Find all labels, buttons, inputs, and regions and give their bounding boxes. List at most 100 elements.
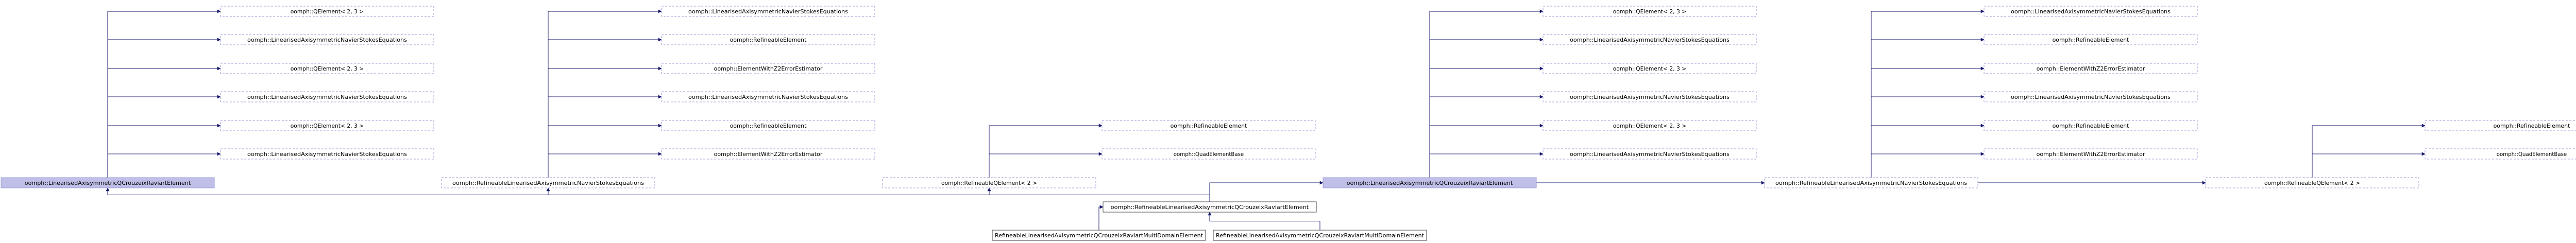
node-label: RefineableLinearisedAxisymmetricQCrouzei… [995, 232, 1204, 239]
node-box [1984, 148, 2198, 160]
node-box [220, 6, 434, 17]
node-c1_l6[interactable]: oomph::LinearisedAxisymmetricNavierStoke… [220, 148, 434, 160]
node-c2_l2[interactable]: oomph::RefineableElement [661, 34, 875, 45]
edge-child2-to-main [1208, 212, 1320, 230]
node-c1_l3[interactable]: oomph::QElement< 2, 3 > [220, 63, 434, 74]
edge-c1_p-to-c1_l6 [107, 152, 221, 178]
node-box [220, 148, 434, 160]
node-c6_l2[interactable]: oomph::QuadElementBase [2425, 148, 2576, 160]
edge-c4_p-to-c4_l3 [1429, 66, 1544, 178]
node-label: oomph::QElement< 2, 3 > [1613, 123, 1687, 129]
node-label: oomph::QuadElementBase [2497, 151, 2567, 158]
edge-c4_p-to-c4_l5 [1429, 124, 1544, 178]
node-c1_l1[interactable]: oomph::QElement< 2, 3 > [220, 6, 434, 17]
node-c5_l1[interactable]: oomph::LinearisedAxisymmetricNavierStoke… [1984, 6, 2198, 17]
node-box [1101, 148, 1316, 160]
node-child1[interactable]: RefineableLinearisedAxisymmetricQCrouzei… [992, 230, 1206, 241]
node-c5_l5[interactable]: oomph::RefineableElement [1984, 120, 2198, 131]
node-c5_l3[interactable]: oomph::ElementWithZ2ErrorEstimator [1984, 63, 2198, 74]
node-c2_l5[interactable]: oomph::RefineableElement [661, 120, 875, 131]
edge-c1_p-to-c1_l2 [107, 38, 221, 178]
edge-c3_p-to-c3_l1 [989, 124, 1103, 178]
node-c2_l4[interactable]: oomph::LinearisedAxisymmetricNavierStoke… [661, 91, 875, 102]
node-box [661, 34, 875, 45]
edge-c2_p-to-c2_l3 [548, 66, 662, 178]
node-box [1543, 120, 1757, 131]
node-c3_p[interactable]: oomph::RefineableQElement< 2 > [882, 177, 1096, 188]
edge-c3_p-to-c3_l2 [989, 152, 1103, 178]
node-label: oomph::LinearisedAxisymmetricNavierStoke… [1570, 94, 1730, 100]
node-box [1101, 120, 1316, 131]
node-label: oomph::LinearisedAxisymmetricNavierStoke… [2011, 94, 2171, 100]
node-box [220, 63, 434, 74]
node-label: oomph::LinearisedAxisymmetricNavierStoke… [688, 8, 848, 15]
edge-c1_p-to-c1_l3 [107, 66, 221, 178]
node-label: oomph::RefineableElement [730, 123, 807, 129]
edge-c2_p-to-c2_l6 [548, 152, 662, 178]
node-box [220, 91, 434, 102]
node-c4_l1[interactable]: oomph::QElement< 2, 3 > [1543, 6, 1757, 17]
node-child2[interactable]: RefineableLinearisedAxisymmetricQCrouzei… [1213, 230, 1427, 241]
edge-c5_p-to-c5_l5 [1871, 124, 1985, 178]
node-c4_l6[interactable]: oomph::LinearisedAxisymmetricNavierStoke… [1543, 148, 1757, 160]
node-c6_p[interactable]: oomph::RefineableQElement< 2 > [2205, 177, 2419, 188]
node-c4_l2[interactable]: oomph::LinearisedAxisymmetricNavierStoke… [1543, 34, 1757, 45]
node-box [661, 120, 875, 131]
node-c1_l5[interactable]: oomph::QElement< 2, 3 > [220, 120, 434, 131]
edge-c2_p-to-c2_l1 [548, 9, 662, 178]
node-c3_l2[interactable]: oomph::QuadElementBase [1101, 148, 1316, 160]
node-box [661, 63, 875, 74]
node-label: oomph::LinearisedAxisymmetricNavierStoke… [247, 94, 407, 100]
node-label: RefineableLinearisedAxisymmetricQCrouzei… [1216, 232, 1425, 239]
node-label: oomph::LinearisedAxisymmetricQCrouzeixRa… [1347, 180, 1513, 186]
edge-c6_p-to-c6_l1 [2312, 124, 2426, 178]
node-main[interactable]: oomph::RefineableLinearisedAxisymmetricQ… [1103, 201, 1317, 213]
node-label: oomph::RefineableElement [2494, 123, 2570, 129]
edge-c4_p-to-c4_l1 [1429, 9, 1544, 178]
node-c4_l4[interactable]: oomph::LinearisedAxisymmetricNavierStoke… [1543, 91, 1757, 102]
node-box [1103, 201, 1317, 213]
node-c1_p[interactable]: oomph::LinearisedAxisymmetricQCrouzeixRa… [1, 177, 215, 188]
node-label: oomph::QElement< 2, 3 > [1613, 8, 1687, 15]
node-label: oomph::LinearisedAxisymmetricNavierStoke… [688, 94, 848, 100]
edge-child1-to-main [1098, 205, 1104, 230]
node-c2_l6[interactable]: oomph::ElementWithZ2ErrorEstimator [661, 148, 875, 160]
node-label: oomph::RefineableElement [730, 37, 807, 43]
node-box [1984, 63, 2198, 74]
node-box [882, 177, 1096, 188]
node-c6_l1[interactable]: oomph::RefineableElement [2425, 120, 2576, 131]
node-c5_l4[interactable]: oomph::LinearisedAxisymmetricNavierStoke… [1984, 91, 2198, 102]
node-box [1764, 177, 1978, 188]
node-box [661, 148, 875, 160]
edge-c2_p-to-c2_l4 [548, 95, 662, 178]
edge-c4_p-to-c4_l4 [1429, 95, 1544, 178]
node-c4_l3[interactable]: oomph::QElement< 2, 3 > [1543, 63, 1757, 74]
edge-c5_p-to-c5_l1 [1871, 9, 1985, 178]
node-c5_l6[interactable]: oomph::ElementWithZ2ErrorEstimator [1984, 148, 2198, 160]
node-label: oomph::RefineableElement [2053, 37, 2129, 43]
node-c2_l1[interactable]: oomph::LinearisedAxisymmetricNavierStoke… [661, 6, 875, 17]
node-box [1984, 91, 2198, 102]
edge-c6_p-to-c6_l2 [2312, 152, 2426, 178]
node-c4_l5[interactable]: oomph::QElement< 2, 3 > [1543, 120, 1757, 131]
edge-c2_p-to-c2_l5 [548, 124, 662, 178]
node-label: oomph::LinearisedAxisymmetricNavierStoke… [2011, 8, 2171, 15]
node-box [1, 177, 215, 188]
node-label: oomph::ElementWithZ2ErrorEstimator [2037, 151, 2145, 158]
node-label: oomph::RefineableElement [1171, 123, 1247, 129]
node-box [992, 230, 1206, 241]
node-label: oomph::ElementWithZ2ErrorEstimator [2037, 65, 2145, 72]
node-label: oomph::RefineableQElement< 2 > [2264, 180, 2360, 186]
node-c1_l4[interactable]: oomph::LinearisedAxisymmetricNavierStoke… [220, 91, 434, 102]
node-c5_l2[interactable]: oomph::RefineableElement [1984, 34, 2198, 45]
node-c4_p[interactable]: oomph::LinearisedAxisymmetricQCrouzeixRa… [1323, 177, 1537, 188]
node-c3_l1[interactable]: oomph::RefineableElement [1101, 120, 1316, 131]
node-c5_p[interactable]: oomph::RefineableLinearisedAxisymmetricN… [1764, 177, 1978, 188]
node-c2_l3[interactable]: oomph::ElementWithZ2ErrorEstimator [661, 63, 875, 74]
node-c2_p[interactable]: oomph::RefineableLinearisedAxisymmetricN… [441, 177, 655, 188]
node-box [1323, 177, 1537, 188]
node-c1_l2[interactable]: oomph::LinearisedAxisymmetricNavierStoke… [220, 34, 434, 45]
node-label: oomph::QElement< 2, 3 > [1613, 65, 1687, 72]
node-box [220, 34, 434, 45]
edge-c5_p-to-c5_l2 [1871, 38, 1985, 178]
